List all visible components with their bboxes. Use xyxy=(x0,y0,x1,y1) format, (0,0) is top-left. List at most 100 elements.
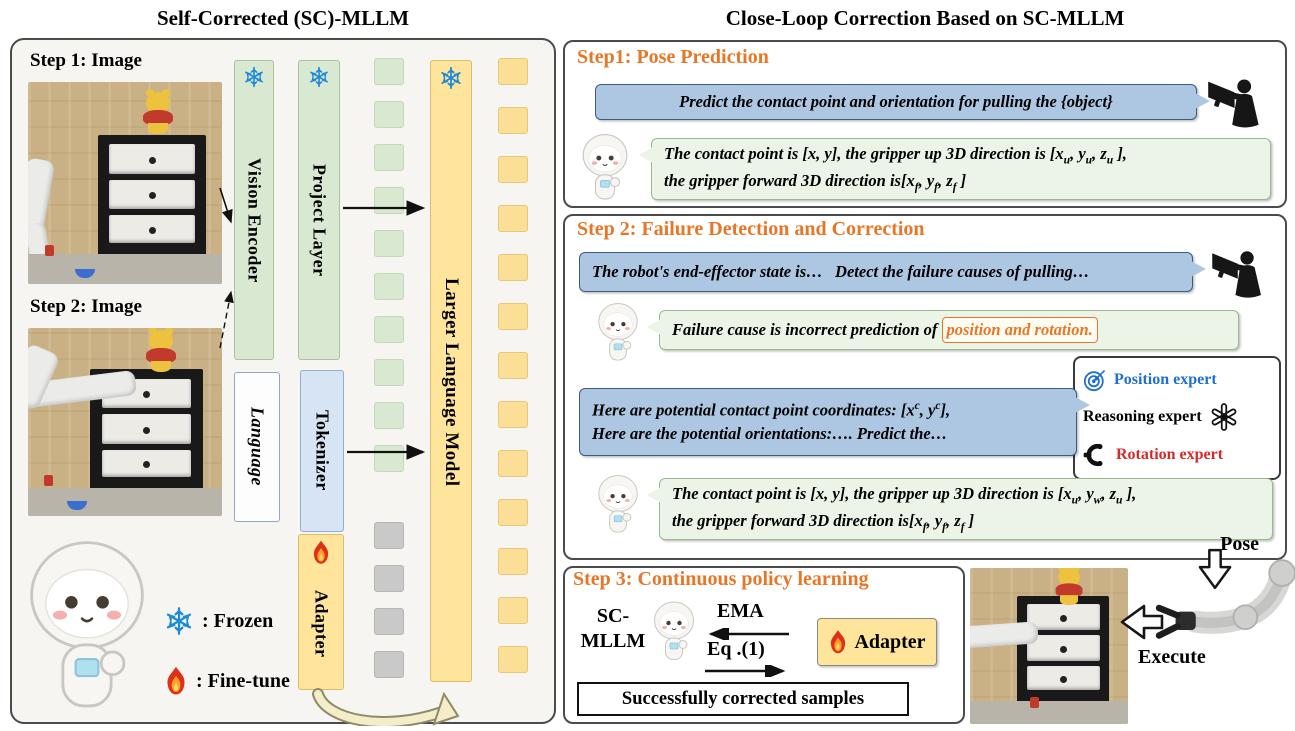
megaphone-person-icon xyxy=(1205,72,1275,132)
flame-icon xyxy=(164,666,188,696)
token-square xyxy=(374,101,404,128)
cabinet-drawer xyxy=(1026,603,1100,630)
snowflake-icon xyxy=(243,66,265,88)
experts-box: Position expert Reasoning expert Rotatio… xyxy=(1073,356,1281,480)
pooh-legs xyxy=(147,123,168,135)
token-square xyxy=(374,187,404,214)
left-panel-title: Self-Corrected (SC)-MLLM xyxy=(156,6,410,30)
pooh-bear xyxy=(144,328,178,374)
tokenizer-box: Tokenizer xyxy=(300,370,344,532)
token-square xyxy=(498,107,528,134)
step2-robot-reply: The contact point is [x, y], the gripper… xyxy=(672,484,1137,534)
reasoning-expert-label: Reasoning expert xyxy=(1083,408,1202,425)
blue-bowl xyxy=(66,501,87,511)
cabinet-drawer xyxy=(1026,634,1100,661)
rotation-expert-label: Rotation expert xyxy=(1116,446,1224,463)
step3-heading: Step 3: Continuous policy learning xyxy=(573,568,869,590)
token-square xyxy=(498,156,528,183)
snowflake-icon xyxy=(164,606,194,636)
token-square xyxy=(374,316,404,343)
openai-icon xyxy=(1209,402,1239,432)
corrected-samples-box: Successfully corrected samples xyxy=(577,682,909,716)
adapter-update-box: Adapter xyxy=(817,618,937,666)
vision-encoder-label: Vision Encoder xyxy=(244,158,265,283)
llm-box: Larger Language Model xyxy=(430,60,472,682)
failure-text-prefix: Failure cause is incorrect prediction of xyxy=(672,320,938,340)
step2-photo xyxy=(28,328,222,516)
failure-highlight: position and rotation. xyxy=(941,317,1098,343)
adapter-box: Adapter xyxy=(298,534,344,690)
tokenizer-label: Tokenizer xyxy=(312,410,333,491)
step1-photo xyxy=(28,82,222,284)
step2-failure-bubble: Failure cause is incorrect prediction of… xyxy=(647,310,1239,350)
token-square xyxy=(498,646,528,673)
cabinet-drawer xyxy=(101,449,191,477)
position-expert-row: Position expert xyxy=(1083,368,1271,392)
target-icon xyxy=(1083,368,1107,392)
flame-icon xyxy=(311,540,331,565)
pooh-bear xyxy=(1054,568,1085,607)
token-square xyxy=(374,58,404,85)
legend-finetune: : Fine-tune xyxy=(164,666,290,696)
step1-user-prompt-bubble: Predict the contact point and orientatio… xyxy=(595,84,1210,120)
floor xyxy=(28,487,222,516)
cabinet-drawer xyxy=(109,179,195,210)
pooh-shirt xyxy=(146,347,177,363)
cabinet xyxy=(1017,596,1110,712)
corrected-samples-label: Successfully corrected samples xyxy=(621,688,865,709)
sc-mllm-architecture-panel: Step 1: Image Step 2: Image xyxy=(10,38,556,726)
step1-robot-reply-bubble: The contact point is [x, y], the gripper… xyxy=(639,138,1271,200)
cabinet-drawer xyxy=(101,414,191,444)
step3-policy-learning-box: Step 3: Continuous policy learning SC- M… xyxy=(563,566,965,724)
pooh-shirt xyxy=(1055,583,1083,597)
token-square xyxy=(374,565,404,592)
token-square xyxy=(374,445,404,472)
ema-arrow-left xyxy=(708,628,789,640)
blue-bowl xyxy=(74,268,95,278)
step1-user-prompt: Predict the contact point and orientatio… xyxy=(679,92,1113,112)
eq1-label: Eq .(1) xyxy=(707,638,765,660)
pooh-head xyxy=(1058,568,1080,587)
pooh-head xyxy=(145,89,170,115)
pooh-bear xyxy=(141,89,175,136)
robot-avatar-icon xyxy=(593,472,643,536)
step1-image-label: Step 1: Image xyxy=(30,50,142,71)
red-object xyxy=(45,244,55,256)
sc-mllm-line1: SC- xyxy=(596,605,630,627)
token-square xyxy=(374,522,404,549)
token-square xyxy=(374,230,404,257)
project-layer-box: Project Layer xyxy=(298,60,340,360)
red-object xyxy=(43,474,53,486)
project-layer-label: Project Layer xyxy=(309,164,330,277)
gripper-icon xyxy=(1083,442,1109,468)
snowflake-icon xyxy=(439,66,463,90)
language-input-box: Language xyxy=(234,372,280,522)
token-square xyxy=(498,597,528,624)
token-square xyxy=(374,144,404,171)
step2-user-prompt2-bubble: Here are potential contact point coordin… xyxy=(579,388,1090,456)
token-square xyxy=(498,205,528,232)
snowflake-icon xyxy=(308,66,330,88)
ema-label: EMA xyxy=(717,600,764,622)
step2-heading: Step 2: Failure Detection and Correction xyxy=(577,218,925,240)
execute-photo xyxy=(970,568,1128,724)
position-expert-label: Position expert xyxy=(1114,371,1217,388)
floor xyxy=(970,700,1128,724)
pose-label: Pose xyxy=(1220,533,1259,555)
robot-avatar-icon xyxy=(649,598,699,664)
step1-pose-prediction-box: Step1: Pose Prediction Predict the conta… xyxy=(563,40,1287,208)
adapter-label: Adapter xyxy=(311,590,332,658)
step2-robot-reply-bubble: The contact point is [x, y], the gripper… xyxy=(647,478,1273,540)
step1-heading: Step1: Pose Prediction xyxy=(577,46,769,68)
legend-frozen: : Frozen xyxy=(164,606,273,636)
flame-icon xyxy=(828,629,848,655)
cabinet-drawer xyxy=(1026,665,1100,690)
pose-arrow-down-icon xyxy=(1198,548,1232,590)
token-square xyxy=(498,303,528,330)
cabinet-drawer xyxy=(109,215,195,243)
pooh-legs xyxy=(1060,594,1079,605)
llm-label: Larger Language Model xyxy=(441,278,462,487)
right-panel-title: Close-Loop Correction Based on SC-MLLM xyxy=(725,6,1125,30)
pooh-head xyxy=(149,328,174,352)
